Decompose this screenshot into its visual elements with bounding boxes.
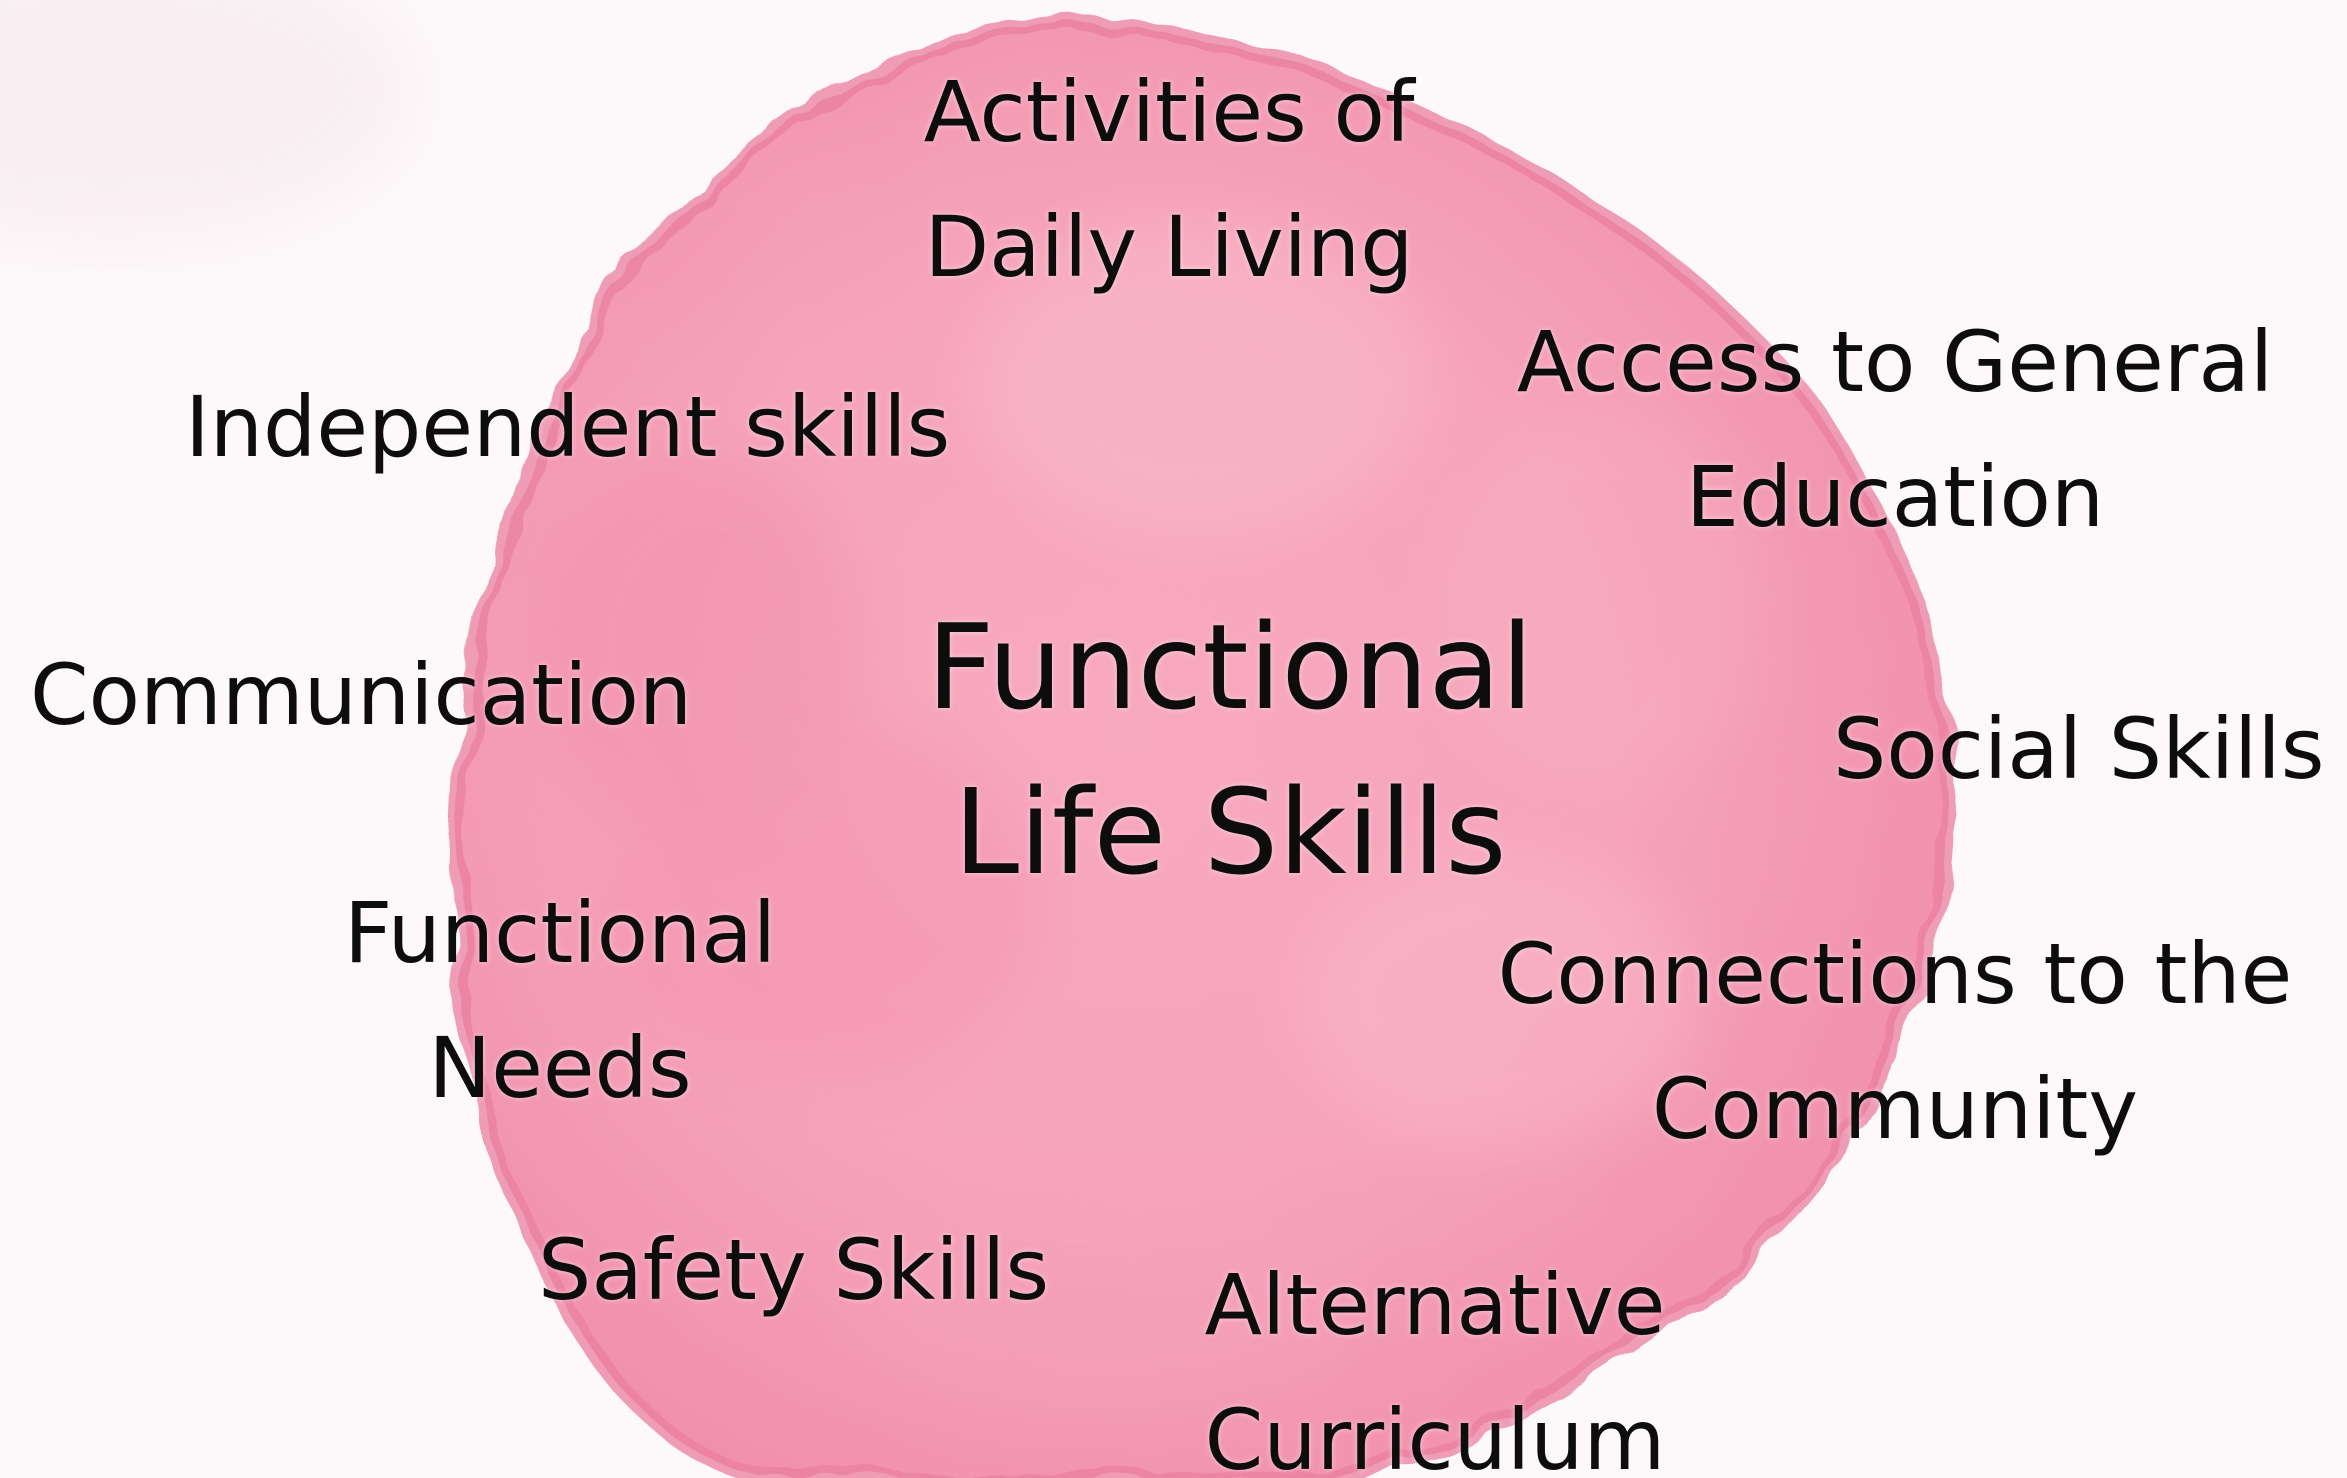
node-line: Social Skills (1833, 700, 2325, 798)
node-line: Functional (343, 884, 777, 982)
node-line: Needs (428, 1019, 692, 1117)
node-connections-community: Connections to the Community (1480, 907, 2310, 1177)
center-node: Functional Life Skills (860, 585, 1600, 915)
node-line: Connections to the (1497, 925, 2293, 1023)
node-safety-skills: Safety Skills (538, 1203, 1049, 1338)
node-line: Curriculum (1204, 1391, 1666, 1478)
node-line: Communication (30, 646, 693, 744)
node-communication: Communication (30, 628, 692, 763)
node-social-skills: Social Skills (1833, 682, 2325, 817)
node-line: Activities of (923, 63, 1415, 161)
node-line: Alternative (1204, 1256, 1666, 1354)
node-line: Access to General (1516, 313, 2274, 411)
node-line: Safety Skills (538, 1221, 1050, 1319)
center-line: Life Skills (953, 763, 1507, 901)
center-line: Functional (926, 598, 1534, 736)
node-functional-needs: Functional Needs (310, 866, 810, 1136)
node-line: Community (1651, 1060, 2139, 1158)
node-alternative-curriculum: Alternative Curriculum (1185, 1238, 1685, 1478)
node-access-general-education: Access to General Education (1495, 295, 2295, 565)
node-independent-skills: Independent skills (185, 360, 950, 495)
node-line: Independent skills (185, 378, 951, 476)
node-line: Education (1685, 448, 2105, 546)
node-line: Daily Living (924, 198, 1414, 296)
node-activities-daily-living: Activities of Daily Living (889, 45, 1449, 315)
